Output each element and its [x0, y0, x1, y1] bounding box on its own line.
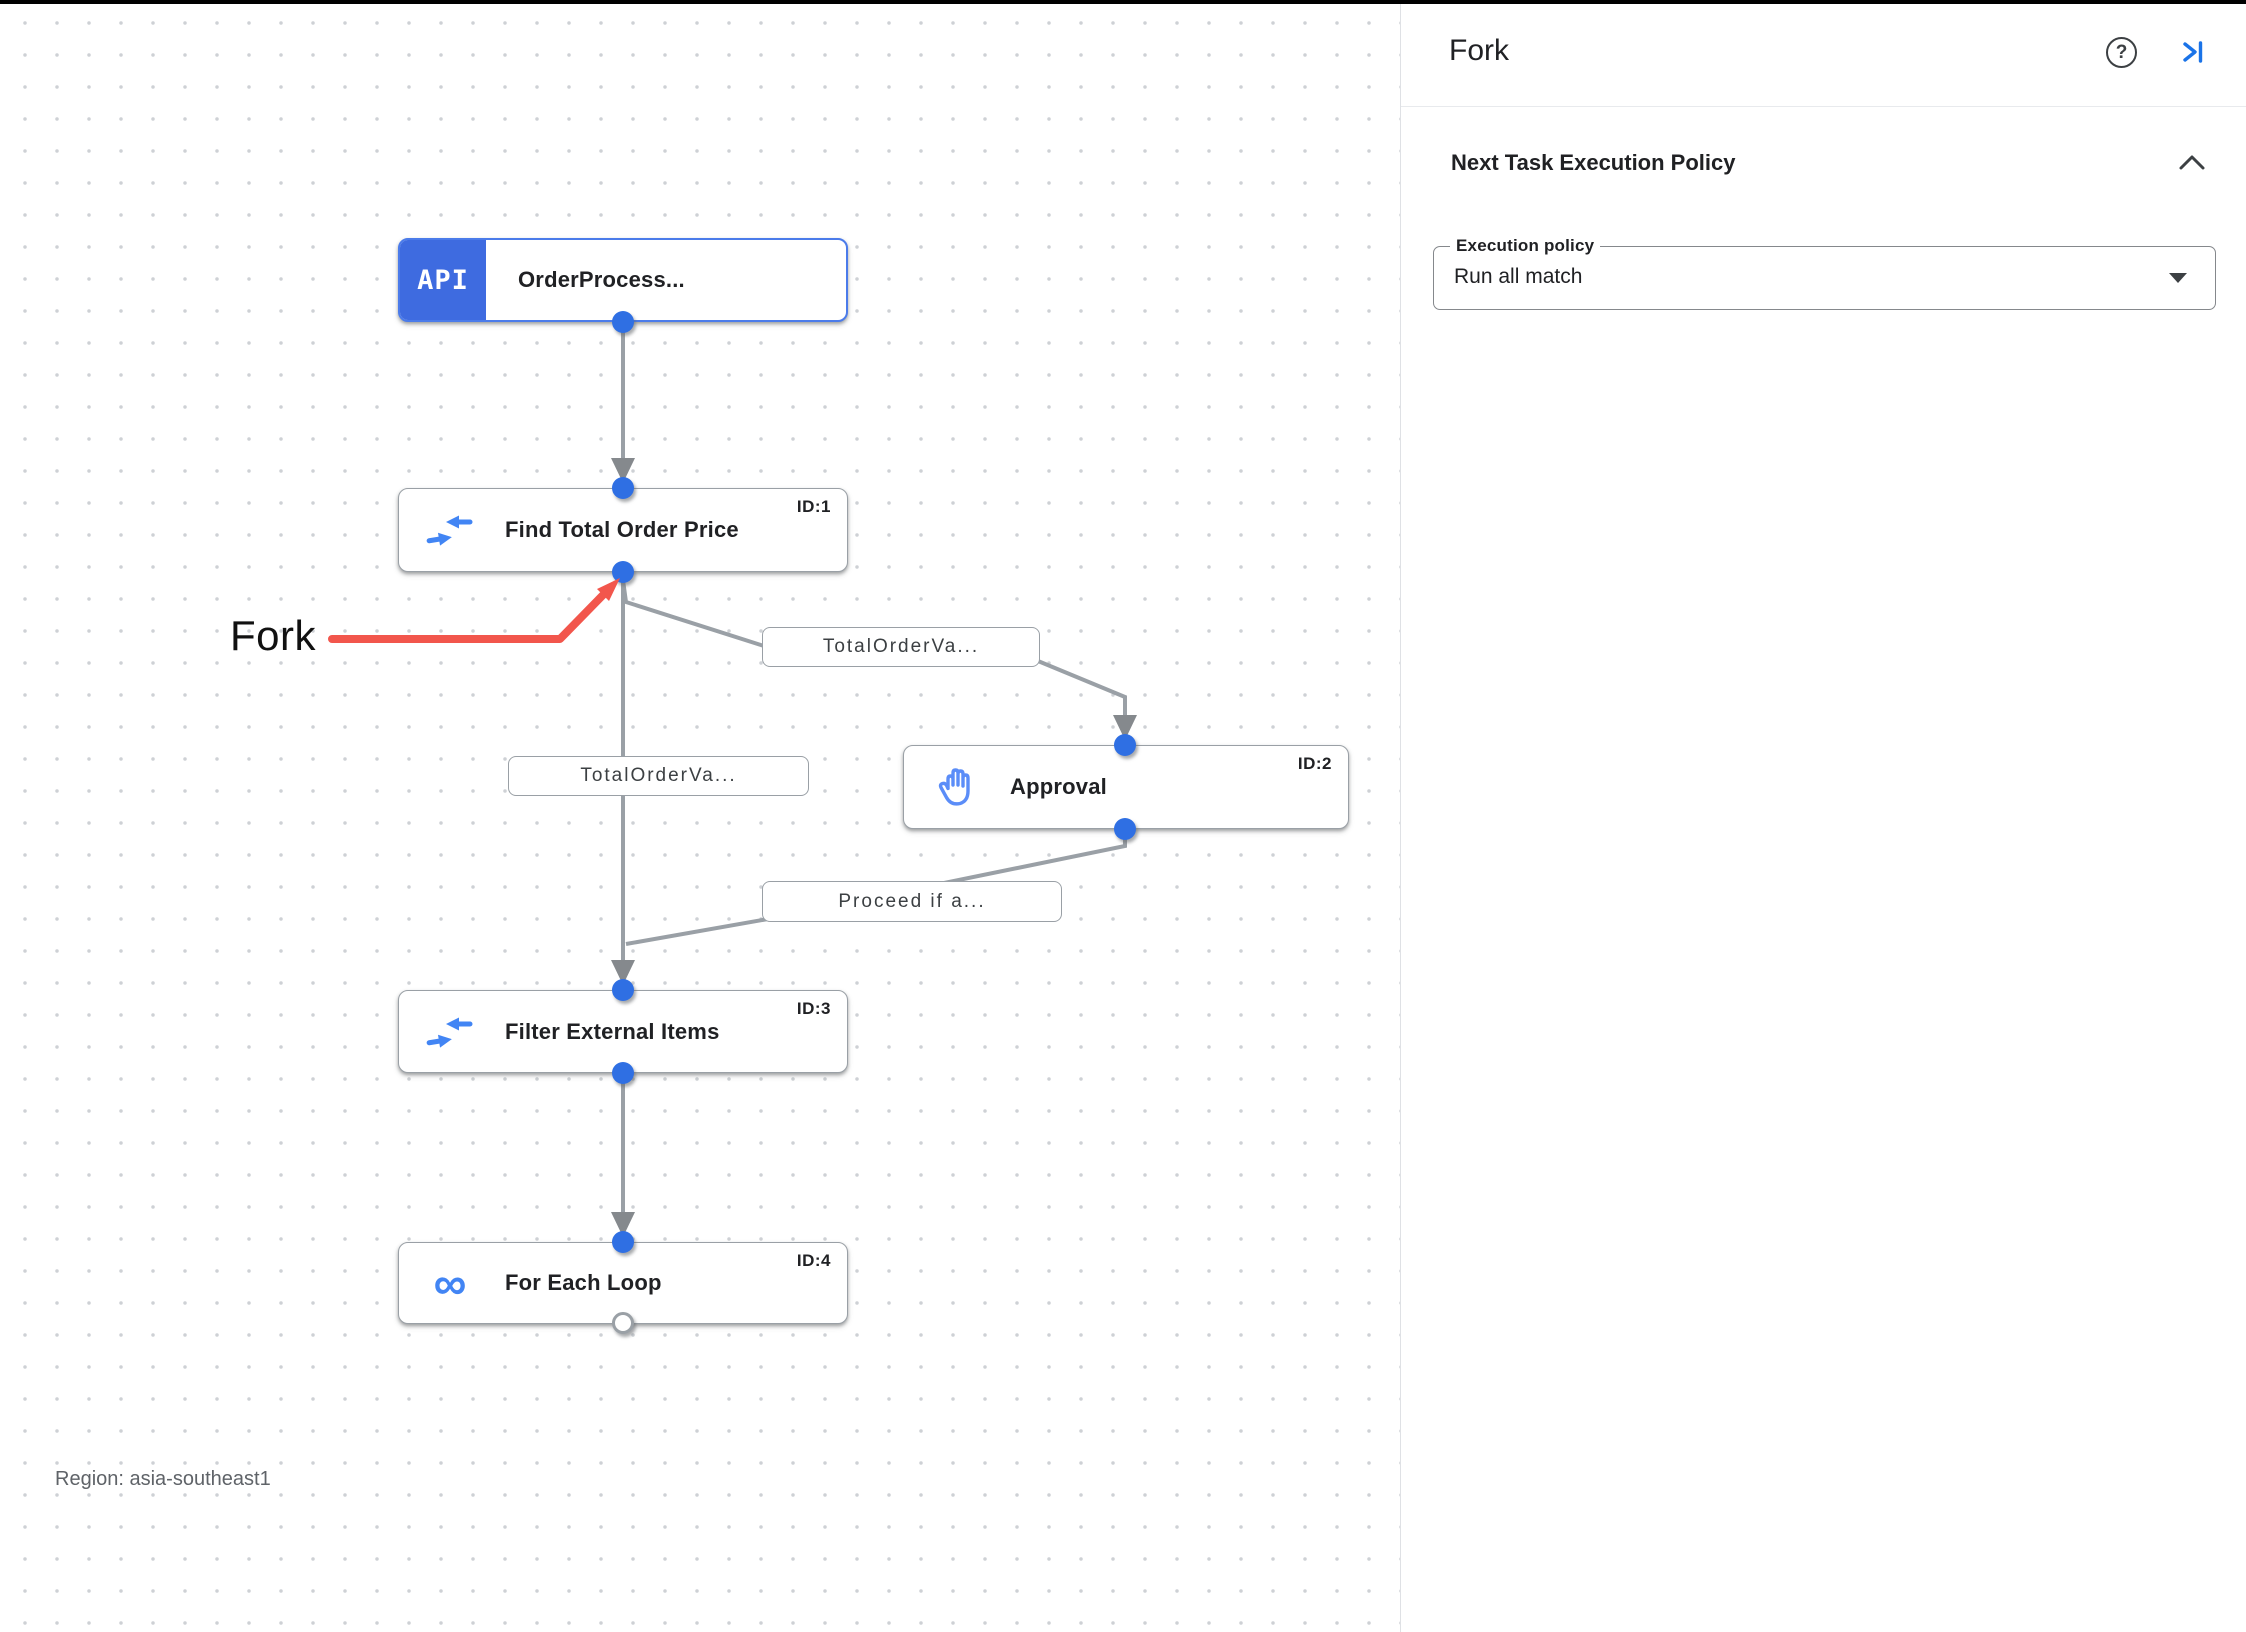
node-id-badge: ID:3	[796, 999, 831, 1018]
data-mapping-icon	[425, 1010, 475, 1054]
connection-port-empty[interactable]	[612, 1312, 634, 1334]
execution-policy-select[interactable]: Execution policy Run all match	[1433, 236, 2216, 310]
node-title: Find Total Order Price	[505, 517, 739, 542]
collapse-panel-icon[interactable]	[2178, 37, 2208, 67]
node-filter-external-items[interactable]: ID:3 Filter External Items	[398, 990, 848, 1073]
node-title: For Each Loop	[505, 1270, 662, 1295]
panel-title: Fork	[1449, 34, 1509, 67]
edge-label-to-filter[interactable]: TotalOrderVa...	[508, 756, 809, 796]
section-header-next-task-execution-policy: Next Task Execution Policy	[1451, 150, 1736, 175]
edge-label-to-approval[interactable]: TotalOrderVa...	[762, 627, 1040, 667]
connection-port[interactable]	[612, 979, 634, 1001]
for-each-loop-icon: ∞	[433, 1257, 467, 1309]
connection-port[interactable]	[612, 1062, 634, 1084]
connection-port[interactable]	[612, 477, 634, 499]
approval-hand-icon	[930, 765, 980, 809]
fork-annotation-label: Fork	[230, 612, 316, 659]
node-find-total-order-price[interactable]: ID:1 Find Total Order Price	[398, 488, 848, 572]
edge-label-from-approval[interactable]: Proceed if a...	[762, 881, 1062, 922]
region-label: Region: asia-southeast1	[55, 1468, 271, 1490]
connection-port[interactable]	[1114, 734, 1136, 756]
execution-policy-label: Execution policy	[1450, 236, 1601, 256]
node-title: OrderProcess...	[518, 267, 685, 292]
node-approval[interactable]: ID:2 Approval	[903, 745, 1349, 829]
workflow-canvas[interactable]: TotalOrderVa... TotalOrderVa... Proceed …	[0, 0, 1400, 1632]
panel-header: Fork ?	[1401, 0, 2246, 107]
connection-port-fork[interactable]	[612, 561, 634, 583]
caret-down-icon	[2169, 273, 2187, 283]
execution-policy-value: Run all match	[1454, 265, 1583, 288]
node-for-each-loop[interactable]: ID:4 ∞ For Each Loop	[398, 1242, 848, 1324]
node-title: Filter External Items	[505, 1018, 720, 1044]
connection-port[interactable]	[612, 311, 634, 333]
node-id-badge: ID:1	[796, 497, 831, 516]
node-id-badge: ID:2	[1297, 754, 1332, 773]
data-mapping-icon	[425, 508, 475, 552]
window-top-border	[0, 0, 2246, 4]
api-trigger-icon: API	[400, 240, 486, 320]
chevron-up-icon[interactable]	[2177, 153, 2207, 171]
help-icon[interactable]: ?	[2106, 37, 2137, 68]
config-panel: Fork ? Next Task Execution Policy Execut…	[1400, 0, 2246, 1632]
node-order-process-trigger[interactable]: API OrderProcess...	[398, 238, 848, 322]
connection-port[interactable]	[1114, 818, 1136, 840]
node-id-badge: ID:4	[796, 1251, 831, 1270]
connection-port[interactable]	[612, 1231, 634, 1253]
node-title: Approval	[1010, 774, 1107, 799]
api-badge-text: API	[417, 264, 469, 296]
